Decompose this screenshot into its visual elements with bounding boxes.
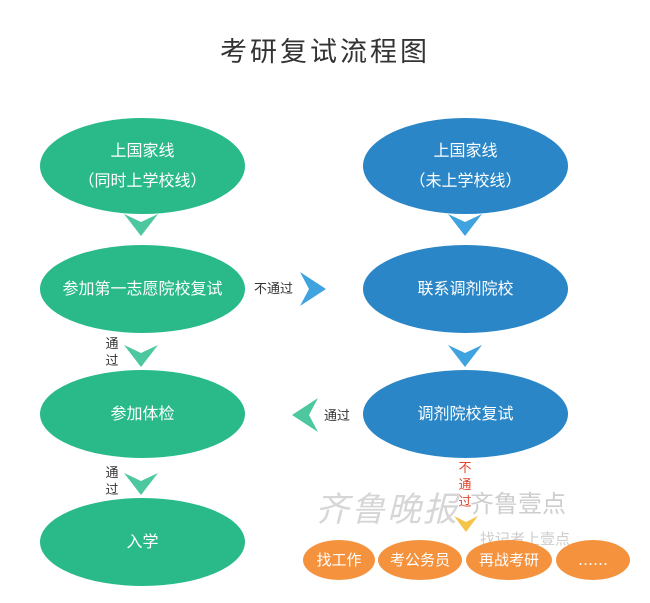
node-civil-service-exam: 考公务员 xyxy=(378,540,462,580)
node-retry-exam: 再战考研 xyxy=(466,540,552,580)
arrow-down-icon xyxy=(124,345,158,367)
node-above-national-below-school-line: 上国家线 （未上学校线） xyxy=(363,118,568,214)
label-pass-2: 通过 xyxy=(105,466,119,498)
label-pass-1: 通过 xyxy=(105,337,119,369)
node-label-line2: （同时上学校线） xyxy=(78,171,207,190)
node-first-choice-retest: 参加第一志愿院校复试 xyxy=(40,245,245,333)
node-label: 入学 xyxy=(126,532,159,551)
node-contact-adjust-school: 联系调剂院校 xyxy=(363,245,568,333)
node-label: 参加第一志愿院校复试 xyxy=(62,279,223,298)
arrow-down-icon xyxy=(124,214,158,236)
watermark-brand: 齐鲁壹点 xyxy=(470,490,566,518)
node-label: 联系调剂院校 xyxy=(417,279,514,298)
label-fail-horizontal: 不通过 xyxy=(254,282,294,297)
watermark-calligraphy: 齐鲁晚报 xyxy=(315,490,459,530)
arrow-left-icon xyxy=(292,398,318,432)
diagram-title: 考研复试流程图 xyxy=(220,37,430,68)
node-label: 参加体检 xyxy=(110,404,175,423)
node-label: 找工作 xyxy=(316,551,362,569)
label-fail-vertical: 不通过 xyxy=(458,461,472,510)
node-above-national-and-school-line: 上国家线 （同时上学校线） xyxy=(40,118,245,214)
arrow-down-icon xyxy=(448,214,482,236)
arrow-down-icon xyxy=(448,345,482,367)
node-label: 再战考研 xyxy=(478,551,539,569)
node-physical-exam: 参加体检 xyxy=(40,370,245,458)
arrow-right-icon xyxy=(300,272,326,306)
node-adjust-school-retest: 调剂院校复试 xyxy=(363,370,568,458)
node-enroll: 入学 xyxy=(40,498,245,586)
node-label: 考公务员 xyxy=(389,551,450,569)
arrow-down-icon xyxy=(124,473,158,495)
node-label: 调剂院校复试 xyxy=(417,404,514,423)
node-label-line2: （未上学校线） xyxy=(409,171,522,190)
label-pass-left: 通过 xyxy=(324,409,351,424)
node-find-job: 找工作 xyxy=(303,540,375,580)
node-label-line1: 上国家线 xyxy=(110,141,175,160)
arrow-down-icon xyxy=(454,516,478,532)
node-label: …… xyxy=(578,551,608,569)
node-label-line1: 上国家线 xyxy=(433,141,498,160)
node-more: …… xyxy=(556,540,630,580)
